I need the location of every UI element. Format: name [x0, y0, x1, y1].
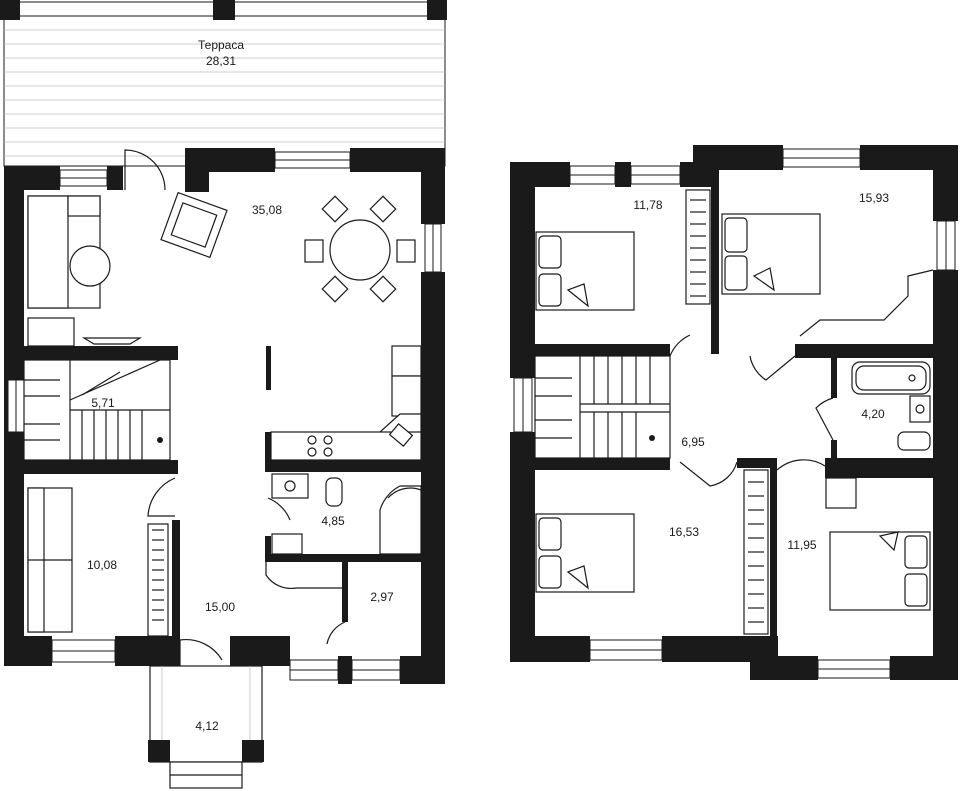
ground-walls: [4, 148, 445, 684]
ground-bedroom-furniture: [27, 487, 169, 637]
upper-bedroom-ne-area: 15,93: [859, 191, 889, 205]
ground-stairs: [23, 359, 171, 461]
upper-interior-walls: [535, 170, 934, 636]
terrace-name: Терраса: [198, 38, 244, 52]
upper-bathroom-area: 4,20: [861, 407, 885, 421]
hall-area: 15,00: [205, 600, 235, 614]
storage-area: 2,97: [370, 590, 394, 604]
terrace: [0, 0, 447, 167]
upper-bedroom-se-area: 11,95: [787, 538, 816, 552]
ground-bathroom-fixtures: [271, 473, 422, 555]
upper-bathroom-fixtures: [851, 361, 931, 451]
porch: [148, 665, 264, 789]
living-area: 35,08: [252, 203, 282, 217]
upper-bedroom-furniture: [535, 189, 931, 635]
upper-stairs: [534, 355, 671, 459]
upper-bedroom-sw-area: 16,53: [669, 525, 699, 539]
upper-walls: [510, 145, 958, 680]
ground-floor: Терраса 28,31 35,08 5,71 10,08 15,00 4,8…: [0, 0, 447, 789]
ground-labels: Терраса 28,31 35,08 5,71 10,08 15,00 4,8…: [87, 38, 394, 733]
stairs-area: 5,71: [91, 396, 115, 410]
upper-hall-area: 6,95: [681, 435, 705, 449]
ground-interior-walls: [24, 346, 421, 666]
upper-labels: 11,78 15,93 4,20 6,95 16,53 11,95: [633, 191, 889, 552]
living-room-furniture: [27, 191, 422, 461]
upper-bedroom-nw-area: 11,78: [633, 198, 662, 212]
bedroom-area: 10,08: [87, 558, 117, 572]
terrace-area: 28,31: [206, 54, 236, 68]
upper-floor: 11,78 15,93 4,20 6,95 16,53 11,95: [510, 145, 958, 680]
bathroom-area: 4,85: [321, 514, 345, 528]
porch-area: 4,12: [195, 719, 219, 733]
